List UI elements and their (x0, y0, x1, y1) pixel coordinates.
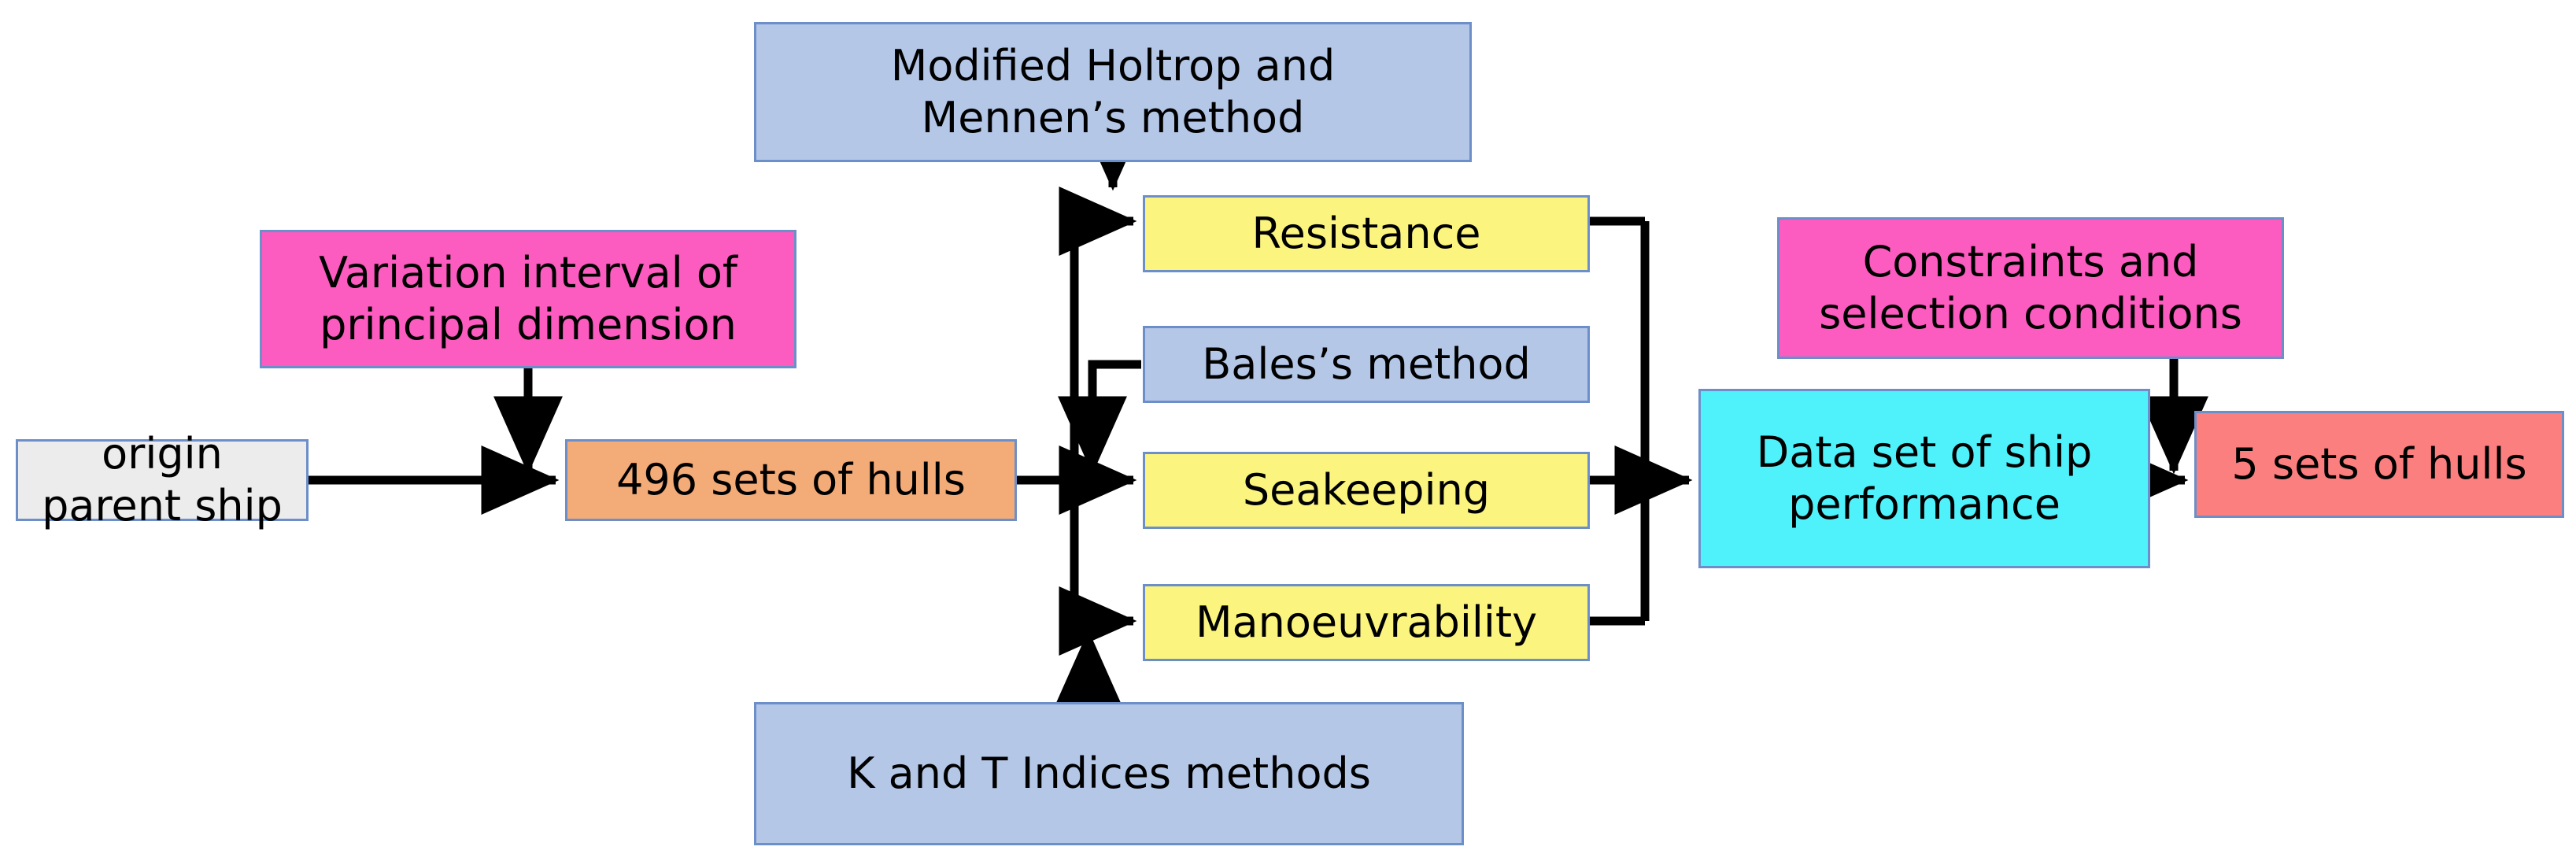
edge-bales-to-seakeeping (1058, 360, 1141, 475)
node-constraints-and-selection-conditions[interactable]: Constraints and selection conditions (1777, 217, 2284, 359)
node-manoeuvrability[interactable]: Manoeuvrability (1143, 584, 1590, 661)
node-496-sets-of-hulls[interactable]: 496 sets of hulls (565, 439, 1017, 521)
node-resistance[interactable]: Resistance (1143, 195, 1590, 272)
node-variation-interval[interactable]: Variation interval of principal dimensio… (260, 230, 796, 368)
node-modified-holtrop-mennen-method[interactable]: Modified Holtrop and Mennen’s method (754, 22, 1472, 162)
node-origin-parent-ship[interactable]: origin parent ship (16, 429, 309, 530)
node-k-and-t-indices-methods[interactable]: K and T Indices methods (754, 702, 1464, 845)
node-bales-method[interactable]: Bales’s method (1143, 326, 1590, 403)
node-5-sets-of-hulls[interactable]: 5 sets of hulls (2194, 411, 2564, 518)
node-data-set-of-ship-performance[interactable]: Data set of ship performance (1698, 389, 2150, 568)
node-seakeeping[interactable]: Seakeeping (1143, 452, 1590, 529)
